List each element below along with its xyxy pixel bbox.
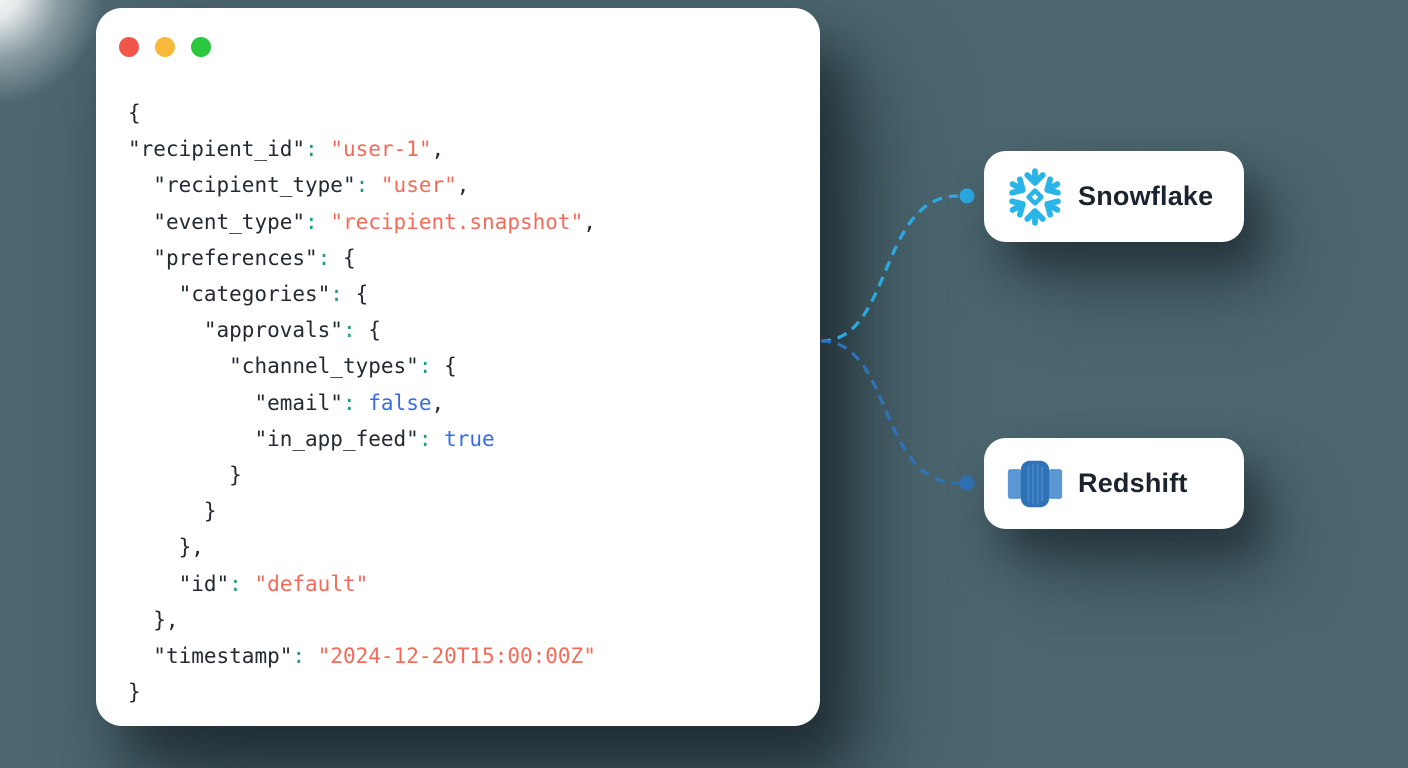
redshift-connector-dot xyxy=(959,475,975,491)
code-window: {"recipient_id": "user-1", "recipient_ty… xyxy=(96,8,820,726)
card-redshift[interactable]: Redshift xyxy=(984,438,1244,529)
redshift-connector-line xyxy=(820,339,959,485)
window-titlebar xyxy=(119,37,211,57)
card-snowflake-label: Snowflake xyxy=(1078,181,1214,211)
minimize-button[interactable] xyxy=(155,37,175,57)
snowflake-connector-line xyxy=(820,194,959,343)
json-code-block: {"recipient_id": "user-1", "recipient_ty… xyxy=(128,101,596,705)
snowflake-icon xyxy=(1004,166,1066,228)
redshift-icon xyxy=(1004,453,1066,515)
card-redshift-label: Redshift xyxy=(1078,468,1188,498)
snowflake-connector-dot xyxy=(959,188,975,204)
close-button[interactable] xyxy=(119,37,139,57)
zoom-button[interactable] xyxy=(191,37,211,57)
card-snowflake[interactable]: Snowflake xyxy=(984,151,1244,242)
